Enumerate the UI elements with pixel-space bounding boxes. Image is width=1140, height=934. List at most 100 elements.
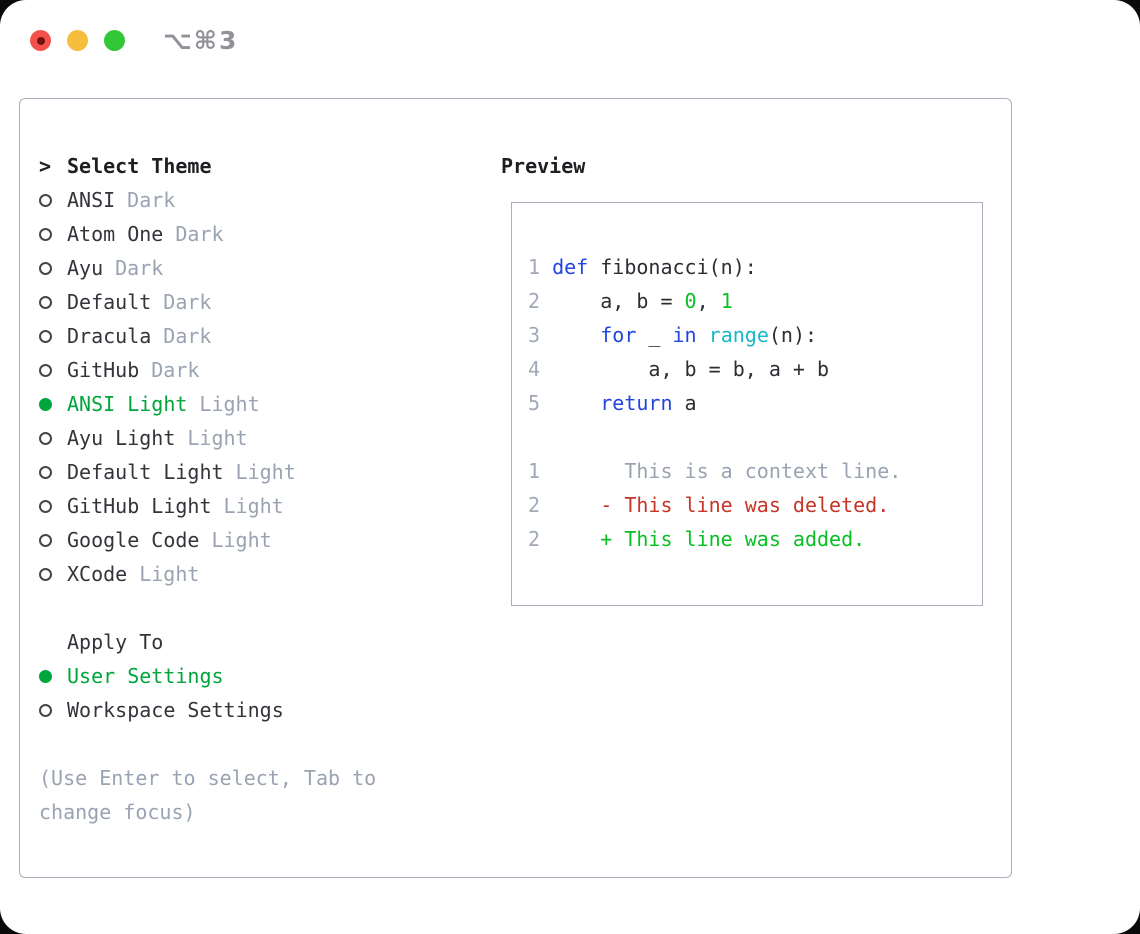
option-variant-label: Light [211,528,272,552]
line-number: 3 [528,323,553,347]
radio-column [39,363,67,377]
code-token [697,323,709,347]
theme-option[interactable]: Dracula Dark [39,319,376,353]
code-token: - This line was deleted. [600,493,890,517]
radio-column [39,295,67,309]
radio-column [39,261,67,275]
code-token [552,493,600,517]
window-title: ⌥⌘3 [163,26,239,55]
select-theme-header: > Select Theme [39,149,376,183]
radio-column [39,499,67,513]
apply-to-title: Apply To [67,630,164,654]
option-label: GitHub [67,358,140,382]
option-label: Google Code [67,528,200,552]
radio-icon [39,227,52,241]
radio-column [39,397,67,411]
apply-to-option[interactable]: User Settings [39,659,376,693]
code-token: def [552,255,589,279]
option-label: Workspace Settings [67,698,284,722]
theme-option[interactable]: Google Code Light [39,523,376,557]
option-variant-label: Dark [115,256,164,280]
radio-column [39,567,67,581]
code-token: + This line was added. [600,527,866,551]
code-token: for [600,323,637,347]
option-variant-label: Light [223,494,284,518]
radio-icon [39,261,52,275]
code-token [552,323,600,347]
minimize-button[interactable] [67,30,88,51]
theme-option[interactable]: Default Dark [39,285,376,319]
option-variant-label: Dark [163,290,212,314]
code-token: This is a context line. [552,459,902,483]
maximize-button[interactable] [104,30,125,51]
option-variant-label: Dark [127,188,176,212]
preview-line: 2 a, b = 0, 1 [528,284,968,318]
help-text-line: (Use Enter to select, Tab to [39,766,377,790]
radio-icon [39,567,52,581]
line-number: 2 [528,289,553,313]
preview-line: 2 - This line was deleted. [528,488,968,522]
theme-option[interactable]: ANSI Light Light [39,387,376,421]
radio-icon [39,465,52,479]
option-variant-label: Dark [175,222,224,246]
radio-icon [39,295,52,309]
code-token: in [672,323,697,347]
preview-line: 1 def fibonacci(n): [528,250,968,284]
close-button[interactable] [30,30,51,51]
code-token [552,527,600,551]
code-token [552,391,600,415]
radio-icon [39,193,52,207]
line-number: 1 [528,459,553,483]
spacer-row [39,727,376,761]
code-token: 0 [684,289,697,313]
option-variant-label: Light [187,426,248,450]
option-label: Default [67,290,152,314]
code-token: (n): [768,323,818,347]
theme-option[interactable]: Ayu Dark [39,251,376,285]
help-text: (Use Enter to select, Tab to change focus… [39,761,376,829]
option-label: ANSI Light [67,392,188,416]
radio-icon [39,329,52,343]
radio-selected-icon [39,397,52,411]
radio-column [39,329,67,343]
option-variant-label: Dark [163,324,212,348]
radio-selected-icon [39,669,52,683]
line-number: 1 [528,255,553,279]
option-variant-label: Light [199,392,260,416]
code-token: range [708,323,769,347]
radio-icon [39,533,52,547]
theme-option[interactable]: ANSI Dark [39,183,376,217]
option-label: Dracula [67,324,152,348]
option-label: ANSI [67,188,116,212]
line-number: 2 [528,493,553,517]
radio-column [39,227,67,241]
preview-line [528,420,968,454]
preview-line: 2 + This line was added. [528,522,968,556]
prompt-caret: > [39,154,52,178]
code-token: a, b = b, a + b [552,357,830,381]
preview-line: 3 for _ in range(n): [528,318,968,352]
radio-column [39,431,67,445]
radio-icon [39,499,52,513]
radio-icon [39,431,52,445]
code-token: a, b = [552,289,685,313]
spacer-row [39,591,376,625]
option-label: Ayu [67,256,104,280]
radio-column [39,533,67,547]
titlebar: ⌥⌘3 [30,26,238,55]
help-text-line: change focus) [39,800,196,824]
apply-to-option[interactable]: Workspace Settings [39,693,376,727]
option-label: Default Light [67,460,224,484]
